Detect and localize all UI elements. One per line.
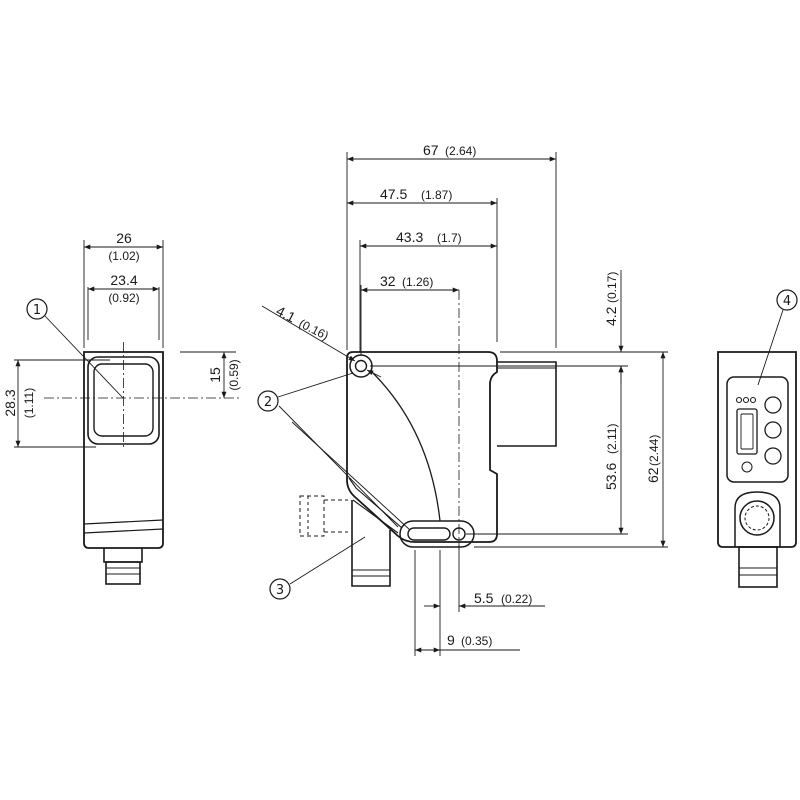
callout-4-leader [757, 309, 784, 386]
dim-5-5-in: (0.22) [501, 592, 532, 606]
callout-2-circle [257, 390, 279, 412]
side-lens-curve [371, 371, 441, 522]
dim-9-mm: 9 [447, 632, 455, 648]
dim-5-5-mm: 5.5 [474, 590, 494, 606]
back-display [736, 408, 758, 455]
callout-4-label: 4 [783, 294, 791, 309]
dim-53-6-in: (2.11) [605, 424, 619, 454]
callout-3-leader [289, 536, 366, 585]
front-connector [105, 561, 141, 585]
front-housing-groove [83, 519, 164, 525]
dim-4-1-in: (0.16) [297, 316, 331, 343]
callout-3-circle [269, 578, 291, 600]
front-housing-groove-2 [83, 528, 164, 534]
dim-32-in: (1.26) [402, 275, 433, 289]
back-connector-face [739, 500, 775, 536]
dim-15-mm: 15 [207, 367, 223, 383]
dim-9-in: (0.35) [461, 634, 492, 648]
side-slot-outer [399, 520, 475, 548]
back-connector [738, 546, 778, 588]
side-view: 67 (2.64) 47.5 (1.87) 43.3 (1.7) 32 (1.2… [257, 142, 668, 656]
dim-43-3-mm: 43.3 [396, 229, 423, 245]
led-1 [735, 396, 743, 404]
back-button-2 [764, 421, 782, 439]
dim-28-3-in: (1.11) [22, 388, 36, 418]
callout-2-leader-b [278, 405, 399, 528]
dim-28-3-mm: 28.3 [2, 389, 18, 416]
dim-4-1-leader [261, 305, 356, 362]
side-bottom-connector [351, 500, 391, 587]
led-2 [742, 396, 750, 404]
dim-26-in: (1.02) [108, 249, 139, 263]
side-mount-hole-outer [349, 354, 373, 378]
dim-53-6-mm: 53.6 [603, 463, 619, 490]
dim-23-4-mm: 23.4 [110, 272, 137, 288]
back-button-1 [764, 396, 782, 414]
callout-2-leader-c [291, 421, 411, 531]
dim-47-5-in: (1.87) [421, 188, 452, 202]
side-housing [346, 351, 498, 543]
callout-4-circle [776, 289, 798, 311]
dim-4-2-in: (0.17) [605, 272, 619, 303]
dim-32-mm: 32 [380, 273, 396, 289]
side-connector-block [497, 361, 557, 447]
callout-1-circle [26, 298, 48, 320]
dim-62-mm: 62 [645, 467, 661, 483]
side-mount-hole-inner [354, 359, 368, 373]
front-housing [83, 351, 164, 549]
dim-47-5-mm: 47.5 [380, 186, 407, 202]
dim-26-mm: 26 [116, 230, 132, 246]
back-view: 4 [717, 289, 798, 588]
side-alt-connector [299, 495, 325, 537]
dim-4-2-mm: 4.2 [603, 306, 619, 326]
callout-3-label: 3 [276, 583, 284, 598]
back-display-panel [726, 376, 789, 483]
back-button-3 [764, 447, 782, 465]
dim-4-1-mm: 4.1 [274, 302, 299, 325]
dim-23-4-in: (0.92) [108, 291, 139, 305]
dim-15-in: (0.59) [227, 359, 241, 390]
back-connector-housing [734, 491, 781, 547]
led-3 [749, 396, 757, 404]
front-connector-collar [103, 548, 143, 563]
callout-1-leader [44, 315, 124, 399]
callout-2-label: 2 [264, 395, 272, 410]
dim-67-in: (2.64) [445, 144, 476, 158]
dim-43-3-in: (1.7) [437, 231, 462, 245]
front-view: 26 (1.02) 23.4 (0.92) 28.3 (1.11) 15 (0.… [2, 230, 241, 585]
dim-62-in: (2.44) [647, 435, 661, 466]
side-slot-inner [407, 527, 451, 541]
callout-1-label: 1 [33, 303, 41, 318]
dim-67-mm: 67 [423, 142, 439, 158]
callout-2-leader-a [277, 372, 354, 398]
back-housing [717, 351, 797, 548]
